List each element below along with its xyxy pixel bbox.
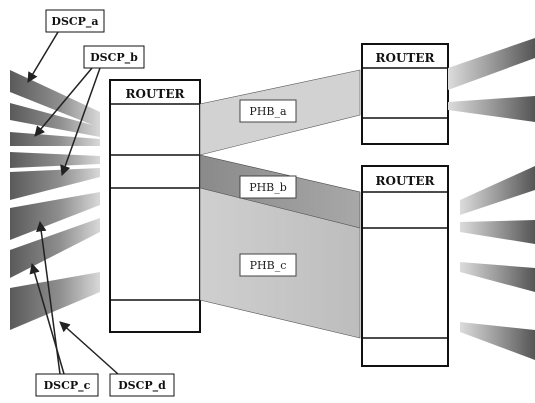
bottom-right-router: ROUTER [362, 166, 448, 366]
outgoing-flow-3 [460, 262, 535, 292]
incoming-flow-4 [10, 152, 100, 168]
left-router: ROUTER [110, 80, 200, 332]
top-right-router: ROUTER [362, 44, 448, 144]
bottom-right-router-label: ROUTER [376, 174, 436, 188]
phb-b-label-box: PHB_b [240, 176, 296, 198]
incoming-flows [10, 70, 100, 330]
phb-a-label-box: PHB_a [240, 100, 296, 122]
outgoing-flow-top-2 [448, 96, 535, 122]
outgoing-flow-4 [460, 322, 535, 360]
phb-c-label: PHB_c [250, 259, 287, 272]
dscp-c-label: DSCP_c [44, 379, 91, 393]
phb-a-label: PHB_a [249, 105, 287, 118]
dscp-d-label: DSCP_d [118, 379, 166, 393]
dscp-a-label: DSCP_a [51, 15, 98, 29]
left-router-label: ROUTER [126, 87, 186, 101]
outgoing-flow-1 [460, 166, 535, 215]
outgoing-flow-2 [460, 220, 535, 244]
phb-b-label: PHB_b [249, 181, 287, 194]
outgoing-flow-top [448, 38, 535, 90]
top-right-router-label: ROUTER [376, 51, 436, 65]
phb-c-label-box: PHB_c [240, 254, 296, 276]
dscp-a-arrow [28, 32, 58, 82]
dscp-b-label: DSCP_b [90, 51, 138, 65]
outgoing-flows [448, 38, 535, 360]
incoming-flow-8 [10, 272, 100, 330]
